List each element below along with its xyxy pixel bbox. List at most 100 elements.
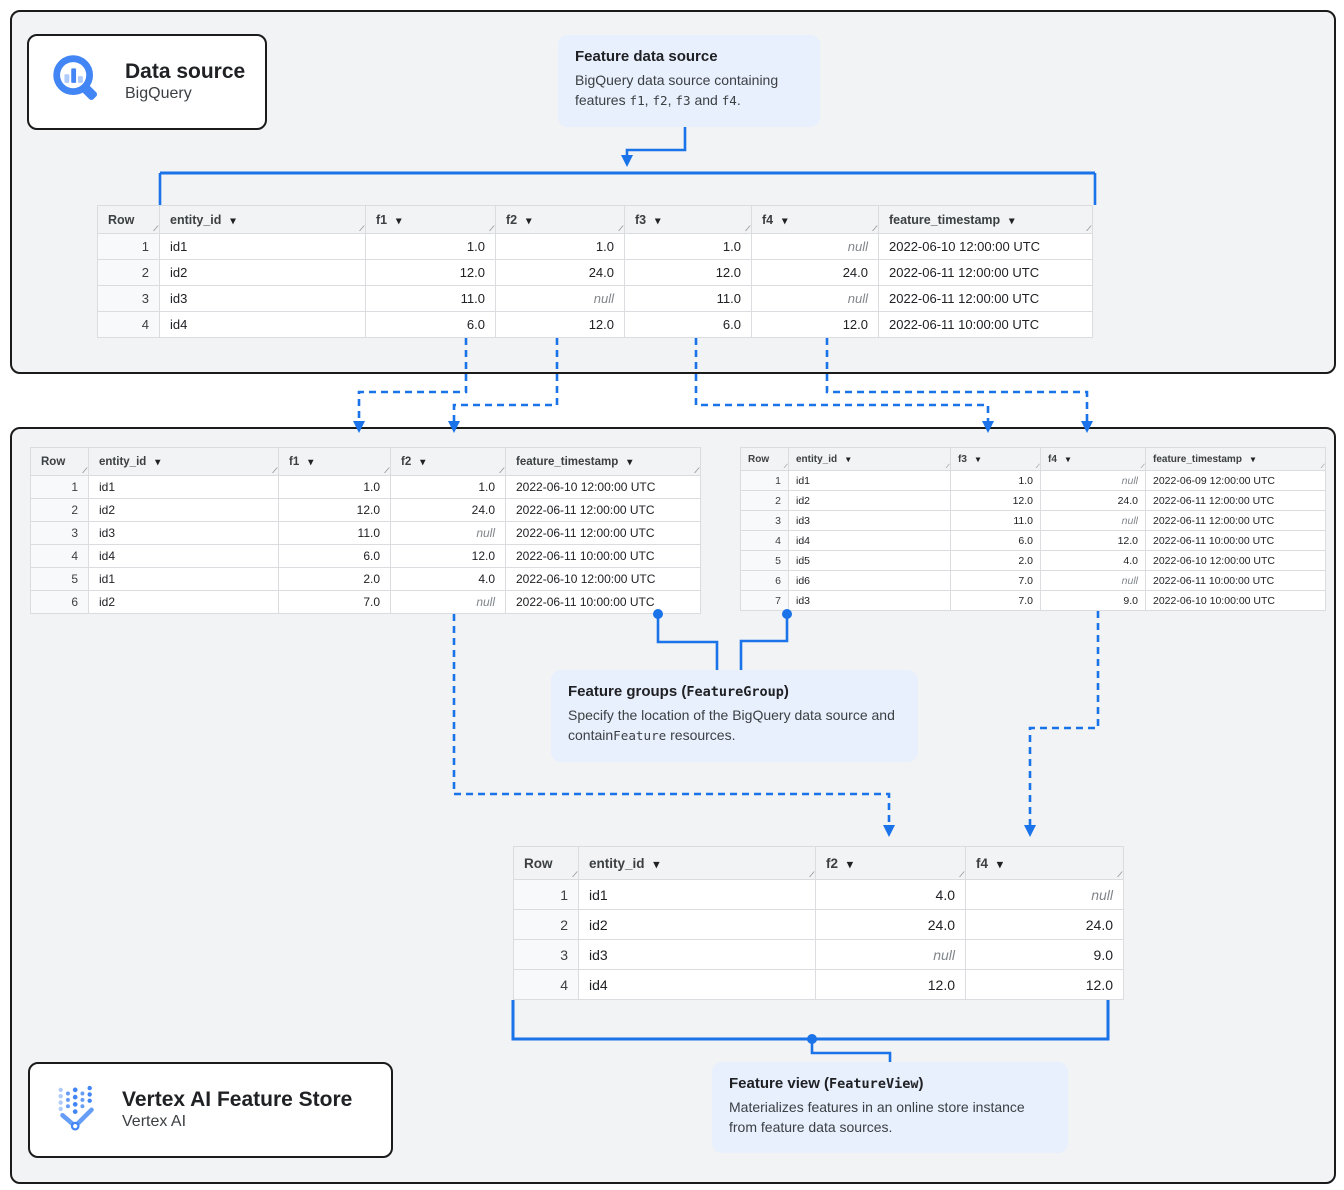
table-cell: 9.0 xyxy=(965,939,1124,970)
column-header-entity_id: entity_id xyxy=(788,447,951,471)
callout-title: Feature groups (FeatureGroup) xyxy=(568,683,789,700)
feature-view-table: Row entity_id f2f41id14.0null2id224.024.03… xyxy=(513,846,1124,1000)
vertex-ai-feature-store-card: Vertex AI Feature Store Vertex AI xyxy=(28,1062,393,1158)
column-header-f1: f1 xyxy=(278,447,391,476)
callout-title: Feature view (FeatureView) xyxy=(729,1075,924,1092)
table-cell: 2022-06-11 12:00:00 UTC xyxy=(505,498,701,522)
column-header-Row: Row xyxy=(97,205,160,234)
column-dropdown-caret-icon xyxy=(230,215,235,227)
table-cell: 4.0 xyxy=(815,879,966,910)
table-cell: 7.0 xyxy=(278,590,391,614)
table-cell: 3 xyxy=(97,285,160,312)
table-cell: 24.0 xyxy=(1040,490,1146,511)
column-dropdown-caret-icon xyxy=(627,457,632,468)
column-label: f3 xyxy=(958,453,967,465)
table-cell: 11.0 xyxy=(365,285,496,312)
column-resize-handle-icon xyxy=(360,224,363,233)
table-cell: id1 xyxy=(578,879,816,910)
column-label: feature_timestamp xyxy=(1153,453,1242,465)
table-cell: 2 xyxy=(513,909,579,940)
table-cell: 6 xyxy=(740,570,789,591)
table-cell: 12.0 xyxy=(365,259,496,286)
table-cell: 4.0 xyxy=(390,567,506,591)
table-cell: null xyxy=(1040,570,1146,591)
column-resize-handle-icon xyxy=(1321,464,1322,470)
column-resize-handle-icon xyxy=(784,464,785,470)
feature-view-callout: Feature view (FeatureView) Materializes … xyxy=(712,1062,1068,1153)
table-cell: id2 xyxy=(88,498,279,522)
column-label: entity_id xyxy=(589,855,645,871)
table-cell: id1 xyxy=(788,470,951,491)
table-cell: id4 xyxy=(578,969,816,1000)
column-resize-handle-icon xyxy=(385,466,388,475)
column-header-feature_timestamp: feature_timestamp xyxy=(1145,447,1326,471)
data-source-card: Data source BigQuery xyxy=(27,34,267,130)
column-dropdown-caret-icon xyxy=(976,454,980,464)
table-cell: 1 xyxy=(740,470,789,491)
table-cell: id1 xyxy=(88,567,279,591)
table-cell: 2022-06-10 10:00:00 UTC xyxy=(1145,590,1326,611)
column-header-f4: f4 xyxy=(965,846,1124,880)
table-cell: id1 xyxy=(88,475,279,499)
table-cell: 1 xyxy=(30,475,89,499)
table-cell: 1.0 xyxy=(365,233,496,260)
feature-groups-callout: Feature groups (FeatureGroup) Specify th… xyxy=(551,670,918,762)
table-cell: 6 xyxy=(30,590,89,614)
table-cell: 2.0 xyxy=(278,567,391,591)
table-cell: 5 xyxy=(740,550,789,571)
header-row: Rowentity_idf1f2feature_timestamp xyxy=(30,447,701,476)
table-cell: 6.0 xyxy=(950,530,1041,551)
column-label: feature_timestamp xyxy=(516,455,619,468)
table-cell: 24.0 xyxy=(390,498,506,522)
column-dropdown-caret-icon xyxy=(308,457,313,468)
column-label: entity_id xyxy=(796,453,838,465)
column-resize-handle-icon xyxy=(273,466,276,475)
column-header-f2: f2 xyxy=(390,447,506,476)
column-header-Row: Row xyxy=(513,846,579,880)
data-source-subtitle: BigQuery xyxy=(125,85,192,103)
column-label: Row xyxy=(108,212,135,227)
table-cell: 12.0 xyxy=(965,969,1124,1000)
table-cell: id2 xyxy=(578,909,816,940)
table-cell: 3 xyxy=(740,510,789,531)
column-label: f1 xyxy=(289,455,300,468)
table-cell: 1.0 xyxy=(950,470,1041,491)
column-label: f4 xyxy=(1048,453,1057,465)
table-cell: id1 xyxy=(159,233,366,260)
table-cell: 2022-06-11 12:00:00 UTC xyxy=(505,521,701,545)
table-cell: id2 xyxy=(788,490,951,511)
table-cell: 24.0 xyxy=(495,259,625,286)
table-cell: 3 xyxy=(513,939,579,970)
table-cell: 11.0 xyxy=(950,510,1041,531)
column-header-entity_id: entity_id xyxy=(578,846,816,880)
column-dropdown-caret-icon xyxy=(1009,215,1014,227)
column-header-f1: f1 xyxy=(365,205,496,234)
table-cell: 1.0 xyxy=(624,233,752,260)
table-cell: 12.0 xyxy=(815,969,966,1000)
header-row: Rowentity_idf1f2f3f4feature_timestamp xyxy=(97,205,1093,234)
feature-group-table-f1-f2: Rowentity_idf1f2feature_timestamp1id11.0… xyxy=(30,447,701,614)
table-cell: 12.0 xyxy=(950,490,1041,511)
column-header-f4: f4 xyxy=(751,205,879,234)
table-cell: 11.0 xyxy=(624,285,752,312)
column-label: f2 xyxy=(401,455,412,468)
table-cell: null xyxy=(390,590,506,614)
table-cell: null xyxy=(815,939,966,970)
table-cell: 4 xyxy=(513,969,579,1000)
column-header-f2: f2 xyxy=(815,846,966,880)
table-cell: null xyxy=(390,521,506,545)
table-cell: 2022-06-11 10:00:00 UTC xyxy=(1145,530,1326,551)
